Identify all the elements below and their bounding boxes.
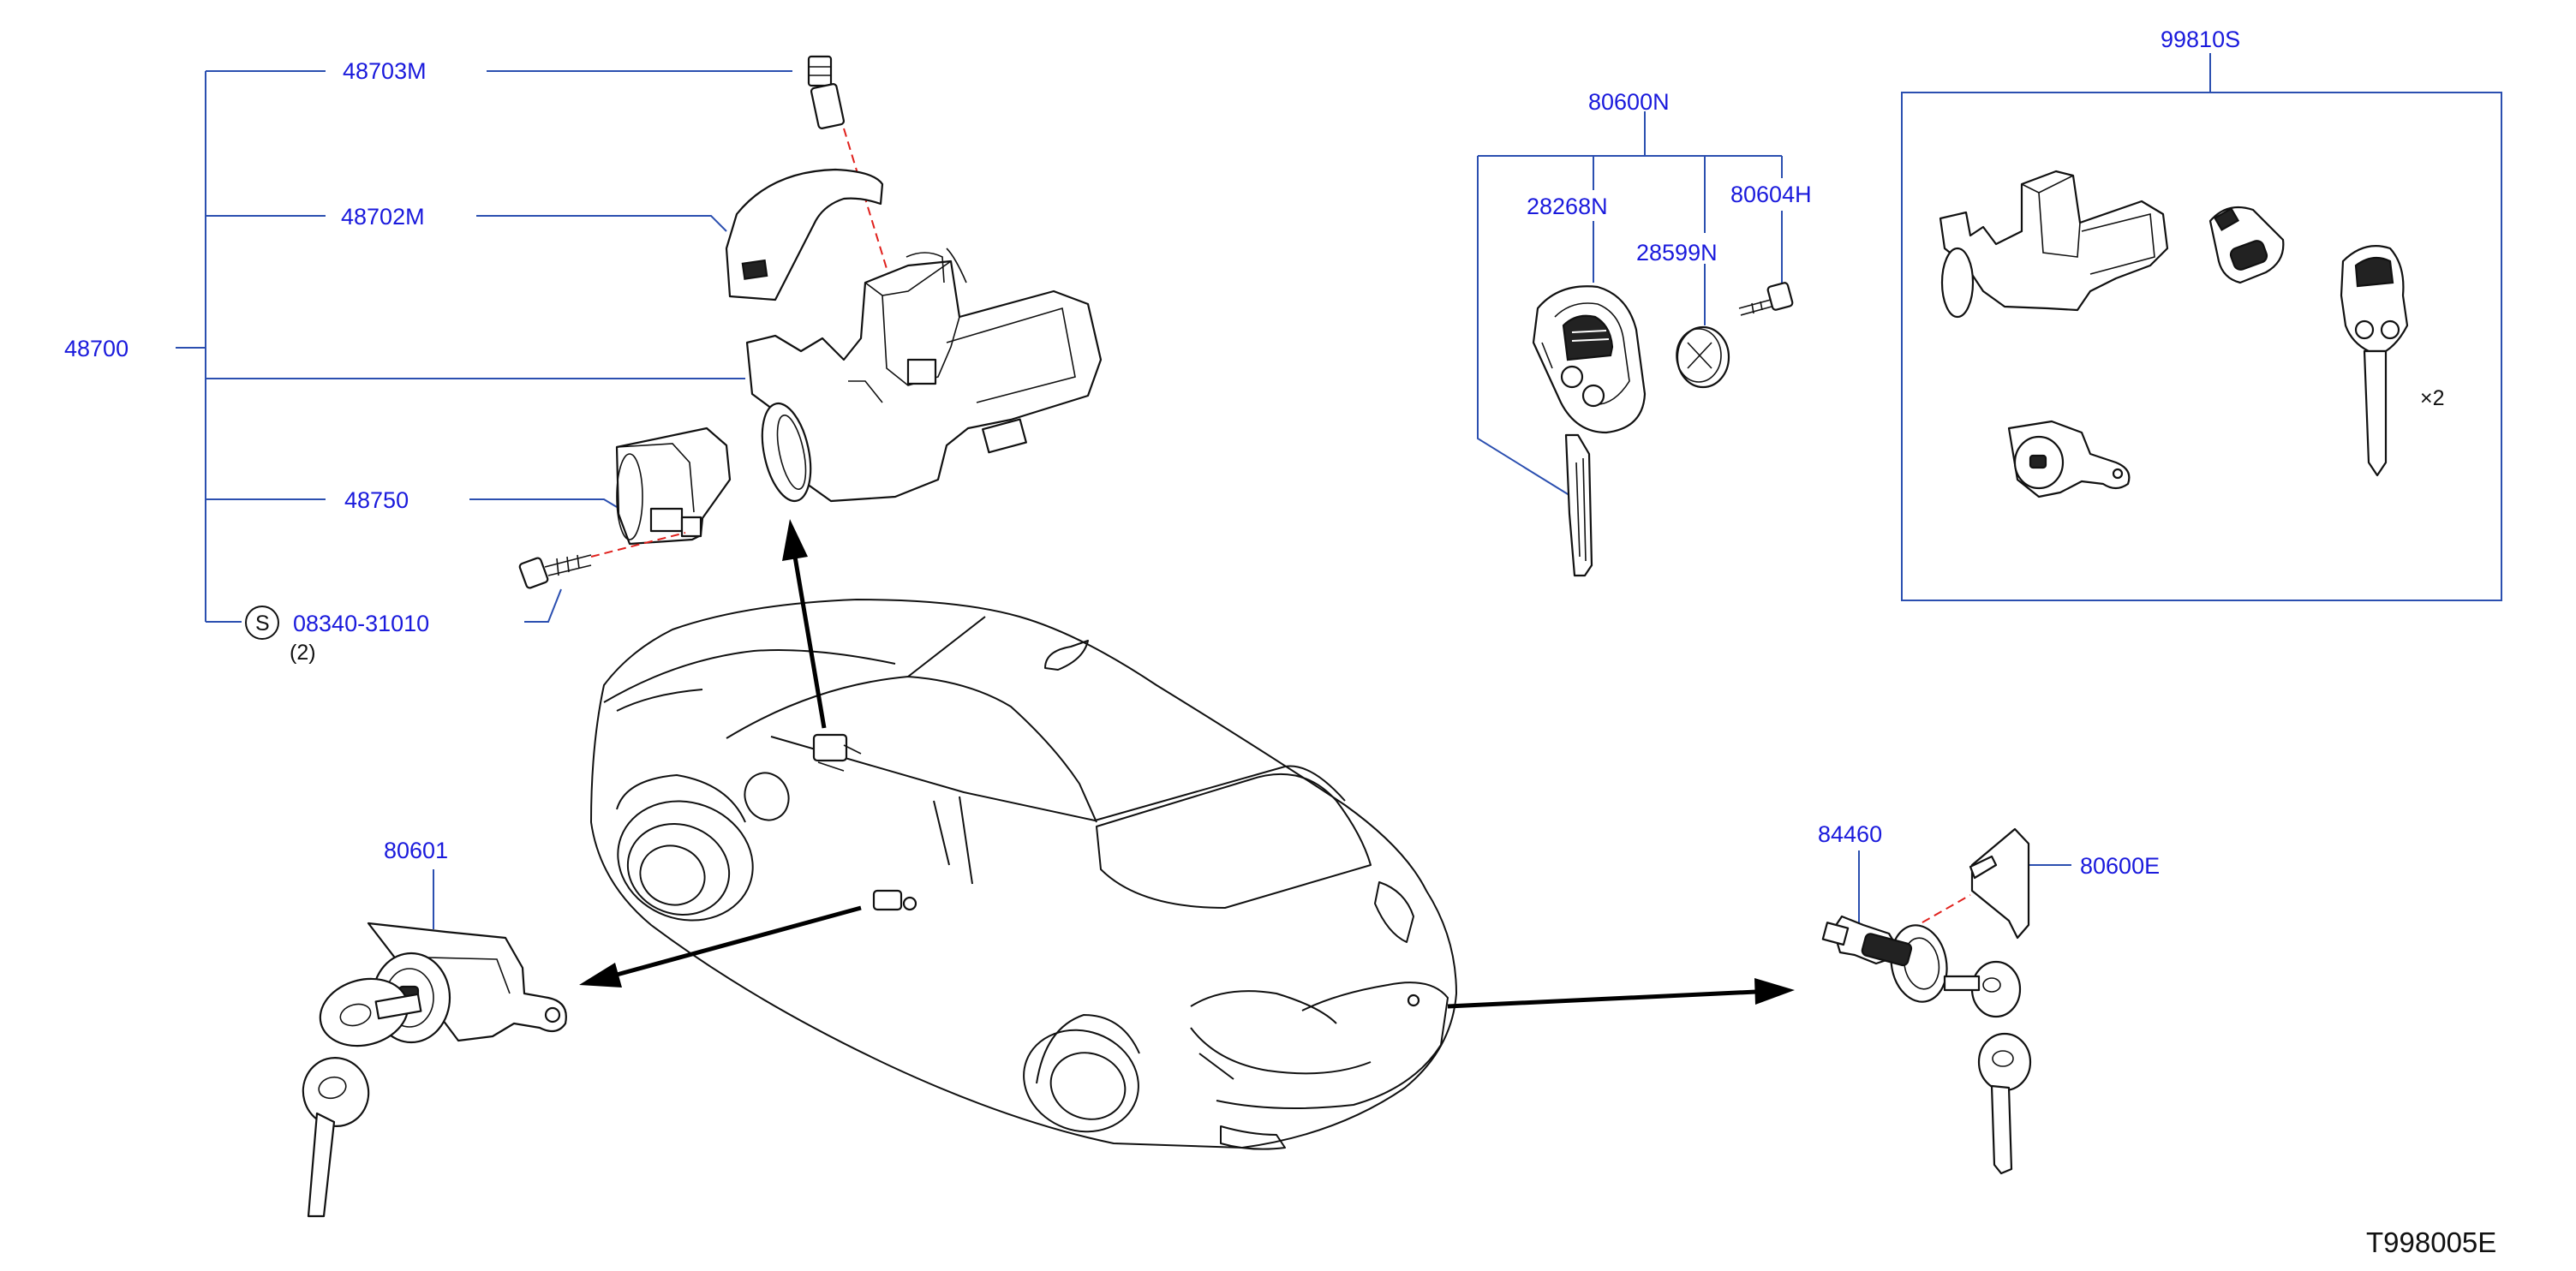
kit-key-quantity: ×2 xyxy=(2420,386,2445,410)
sedan-car-icon xyxy=(590,599,1457,1150)
kit-box-99810S xyxy=(1901,92,2502,601)
standard-part-symbol xyxy=(245,606,279,640)
leader-tree-48700 xyxy=(176,70,792,623)
kit-ignition-lock-icon xyxy=(1939,170,2169,319)
part-label-99810S[interactable]: 99810S xyxy=(2161,27,2240,52)
key-blade-icon xyxy=(1564,433,1593,577)
part-label-84460[interactable]: 84460 xyxy=(1818,821,1882,847)
kit-key-cylinder-icon xyxy=(2208,206,2285,284)
part-label-48703M[interactable]: 48703M xyxy=(343,58,427,84)
part-label-48700[interactable]: 48700 xyxy=(64,336,129,361)
part-label-80604H[interactable]: 80604H xyxy=(1730,182,1812,207)
part-label-08340-31010[interactable]: 08340-31010 xyxy=(293,611,429,636)
kit-remote-key-icon xyxy=(2340,245,2409,477)
shear-bolt-icon xyxy=(807,55,846,129)
leader-tree-80600N xyxy=(1477,111,1783,498)
part-label-48750[interactable]: 48750 xyxy=(344,487,409,513)
steering-lock-collar-icon xyxy=(725,168,884,301)
part-label-80600E[interactable]: 80600E xyxy=(2080,853,2160,879)
trunk-lock-cylinder-icon xyxy=(1821,827,2032,1175)
part-label-48702M[interactable]: 48702M xyxy=(341,204,425,230)
part-label-28599N[interactable]: 28599N xyxy=(1636,240,1718,266)
part-label-80600N[interactable]: 80600N xyxy=(1588,89,1670,115)
part-label-80601[interactable]: 80601 xyxy=(384,838,448,863)
screw-icon xyxy=(1738,282,1794,316)
kit-door-lock-icon xyxy=(2007,420,2131,498)
car-door-lock-location-icon xyxy=(872,889,917,911)
key-cylinder-housing-icon xyxy=(615,427,732,546)
car-ignition-location-icon xyxy=(812,733,862,772)
door-lock-cylinder-icon xyxy=(302,922,567,1218)
steering-lock-body-icon xyxy=(745,248,1103,503)
drawing-code: T998005E xyxy=(2366,1226,2496,1258)
remote-key-fob-icon xyxy=(1532,285,1647,434)
screw-icon xyxy=(518,554,592,589)
coin-battery-icon xyxy=(1676,325,1730,389)
part-label-28268N[interactable]: 28268N xyxy=(1527,194,1608,219)
standard-part-letter: S xyxy=(255,612,270,636)
car-trunk-lock-location-icon xyxy=(1407,994,1420,1007)
ignition-lock-assembly-icon xyxy=(518,55,1103,589)
location-arrows xyxy=(579,519,1795,1009)
part-quantity-08340: (2) xyxy=(290,641,316,665)
